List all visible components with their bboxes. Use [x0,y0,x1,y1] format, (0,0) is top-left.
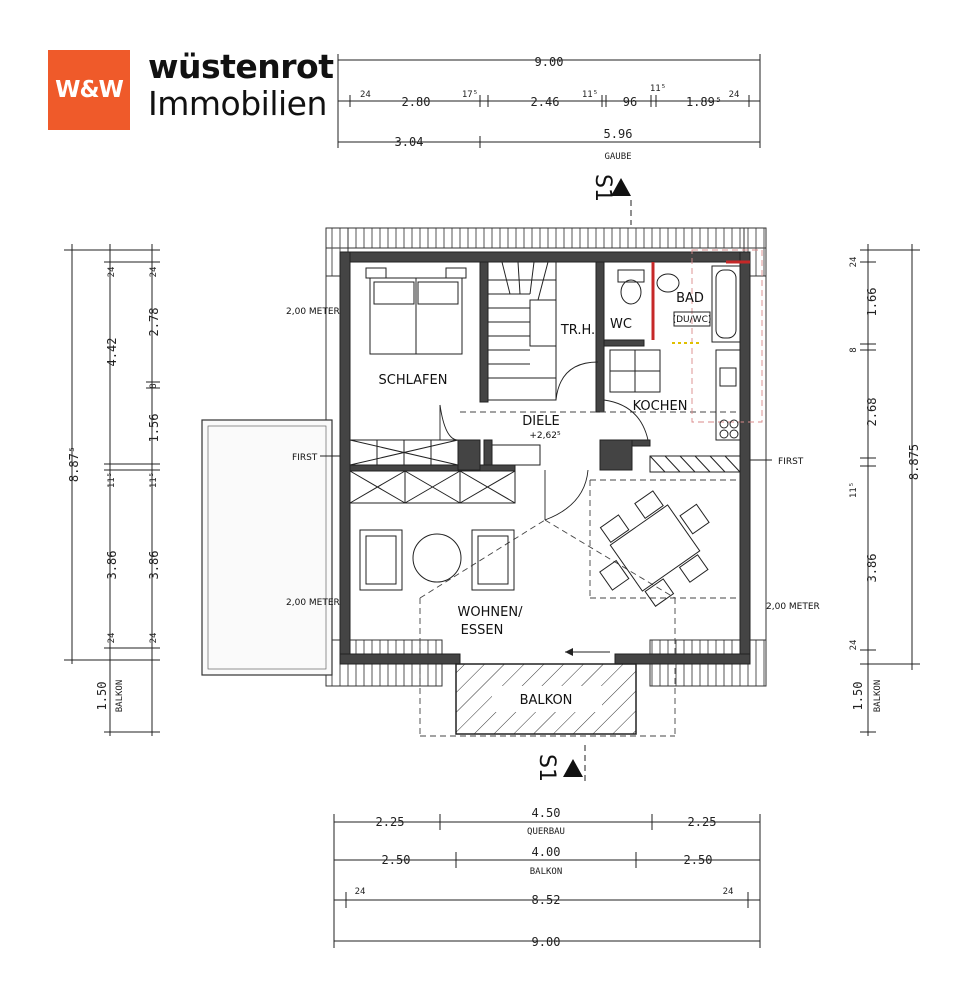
room-label-kochen: KOCHEN [633,399,688,414]
dim-right-overall: 8.875 [907,444,921,480]
dim-top-280: 2.80 [402,95,431,109]
dim-top-gaube: GAUBE [604,152,631,162]
svg-text:3.86: 3.86 [147,551,161,580]
svg-text:24: 24 [107,267,117,278]
svg-text:2.78: 2.78 [147,308,161,337]
svg-text:24: 24 [849,640,859,651]
wardrobes [349,439,541,504]
section-mark-top: S1 [590,174,632,225]
svg-text:24: 24 [149,267,159,278]
svg-text:2.25: 2.25 [376,815,405,829]
svg-text:2.50: 2.50 [684,853,713,867]
first-note-right: FIRST [778,457,804,467]
room-label-diele: DIELE [522,414,560,429]
bed [365,267,467,355]
dim-top-24a: 24 [360,90,371,100]
section-mark-bottom: S1 [534,745,586,785]
ww-logo: W&W [48,50,130,130]
left-dimensions [64,244,160,736]
svg-text:1.56: 1.56 [147,414,161,443]
svg-text:11⁵: 11⁵ [149,472,159,488]
diele-level: +2,62⁵ [529,431,561,441]
bad-note: (DU/WC) [673,315,712,325]
first-note-left: FIRST [292,453,318,463]
svg-text:4.42: 4.42 [105,338,119,367]
meter-note-2: 2,00 METER [286,598,340,608]
dim-top-175: 17⁵ [462,90,478,100]
front-balcony [455,663,637,735]
svg-text:11⁵: 11⁵ [107,472,117,488]
meter-note-3: 2,00 METER [766,602,820,612]
wc-fixtures [617,265,741,343]
svg-text:8: 8 [849,347,859,352]
svg-text:8: 8 [149,383,159,388]
staircase [487,261,557,401]
dim-left-overall: 8.87⁵ [67,446,81,482]
room-label-schlafen: SCHLAFEN [379,373,448,388]
dim-top-overall: 9.00 [535,55,564,69]
right-dimensions [860,244,920,736]
svg-text:2.68: 2.68 [865,398,879,427]
living-furniture [359,490,710,607]
svg-text:2.50: 2.50 [382,853,411,867]
dim-top-246: 2.46 [531,95,560,109]
brand-name: wüstenrot [148,47,334,86]
svg-text:8.52: 8.52 [532,893,561,907]
svg-text:3.86: 3.86 [865,554,879,583]
svg-text:BALKON: BALKON [530,867,563,877]
svg-text:1.50: 1.50 [95,682,109,711]
svg-text:BALKON: BALKON [873,680,883,713]
svg-text:24: 24 [149,633,159,644]
walls [339,251,751,665]
doors [439,361,649,521]
room-label-balkon: BALKON [520,693,573,708]
room-label-wc: WC [610,317,632,332]
room-label-wohnen-1: WOHNEN/ [458,605,524,620]
svg-text:24: 24 [849,257,859,268]
dim-top-115a: 11⁵ [582,90,598,100]
meter-note-1: 2,00 METER [286,307,340,317]
svg-text:2.25: 2.25 [688,815,717,829]
svg-text:BALKON: BALKON [115,680,125,713]
svg-text:1.66: 1.66 [865,288,879,317]
section-label-top: S1 [590,174,615,202]
dim-bottom-overall: 9.00 [532,935,561,949]
dim-top-24b: 24 [729,90,740,100]
logo-text: W&W [55,77,124,103]
gable-lines [419,249,763,737]
brand-subtitle: Immobilien [148,84,327,123]
room-label-bad: BAD [676,291,704,306]
svg-text:4.50: 4.50 [532,806,561,820]
svg-text:3.86: 3.86 [105,551,119,580]
section-label-bottom: S1 [534,754,559,782]
room-label-treppe: TR.H. [560,323,595,338]
svg-text:QUERBAU: QUERBAU [527,827,565,837]
svg-text:24: 24 [723,887,734,897]
dim-top-115b: 11⁵ [650,84,666,94]
top-dimensions [337,54,761,148]
dim-top-596: 5.96 [604,127,633,141]
room-label-wohnen-2: ESSEN [461,623,504,638]
svg-text:24: 24 [107,633,117,644]
kitchen-fixtures [609,349,741,441]
dim-top-96: 96 [623,95,637,109]
left-balcony [201,419,333,676]
dim-top-1895: 1.89⁵ [686,95,722,109]
kitchen-counter [649,455,741,473]
svg-text:11⁵: 11⁵ [849,482,859,498]
bottom-dimensions [333,814,761,948]
svg-text:4.00: 4.00 [532,845,561,859]
dim-top-304: 3.04 [395,135,424,149]
svg-text:24: 24 [355,887,366,897]
svg-text:1.50: 1.50 [851,682,865,711]
